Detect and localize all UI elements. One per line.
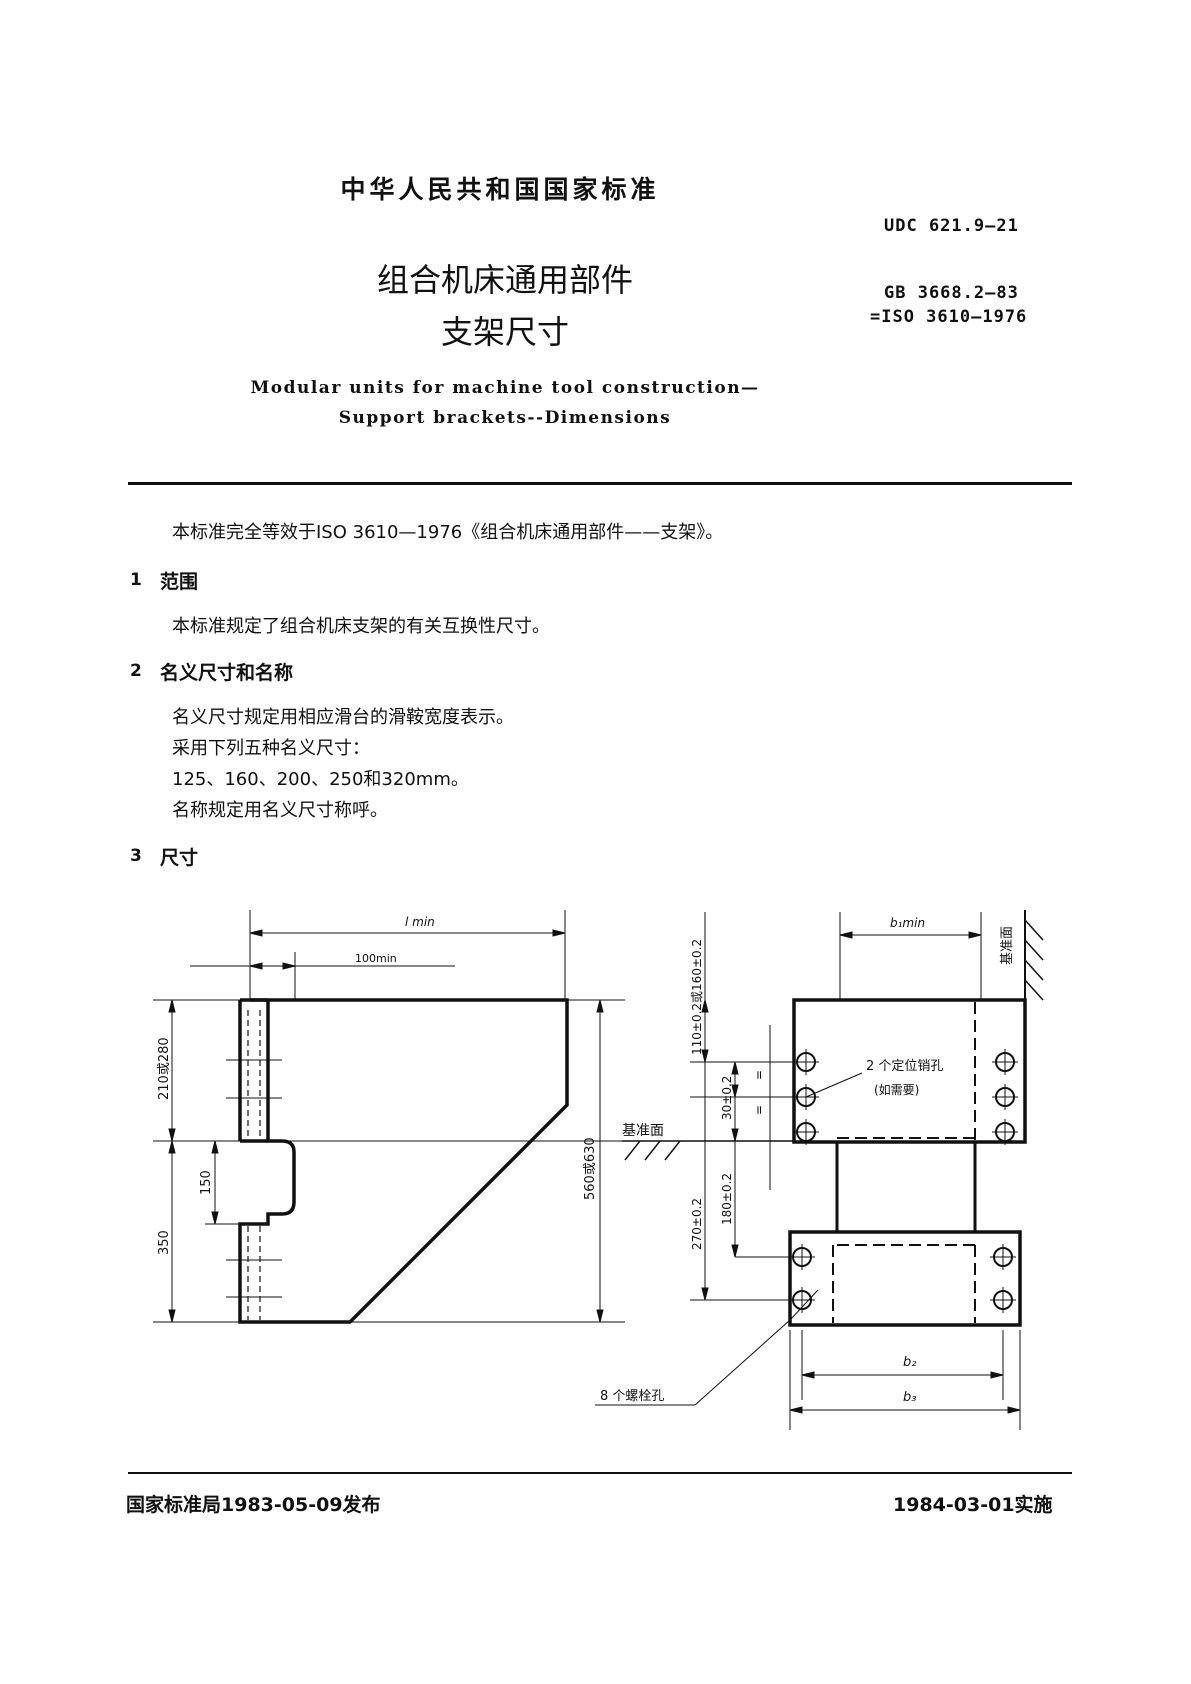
datum-top-label: 基准面 <box>1000 926 1015 965</box>
bolt-holes-label: 8 个螺栓孔 <box>600 1389 664 1404</box>
header-divider <box>128 482 1072 485</box>
equal-mark: = <box>752 1070 766 1080</box>
dim-210-280: 210或280 <box>157 1037 172 1100</box>
footer-divider <box>128 1472 1072 1474</box>
section-1-line: 本标准规定了组合机床支架的有关互换性尺寸。 <box>172 616 550 637</box>
dim-30: 30±0.2 <box>720 1076 734 1120</box>
datum-mid-label: 基准面 <box>622 1122 664 1139</box>
pin-holes-label: 2 个定位销孔 <box>866 1059 943 1074</box>
dim-b2: b₂ <box>903 1355 916 1370</box>
udc-code: UDC 621.9—21 <box>884 216 1019 236</box>
iso-equivalent: =ISO 3610—1976 <box>870 307 1028 327</box>
dim-l-min: l min <box>405 915 435 929</box>
equal-mark: = <box>752 1105 766 1115</box>
section-1-number: 1 <box>130 570 142 590</box>
section-2-line: 采用下列五种名义尺寸： <box>172 738 370 759</box>
dim-150: 150 <box>199 1170 214 1195</box>
gb-number: GB 3668.2—83 <box>884 283 1019 303</box>
section-2-line: 名称规定用名义尺寸称呼。 <box>172 800 388 821</box>
effective-date: 1984-03-01实施 <box>893 1494 1053 1516</box>
dim-560-630: 560或630 <box>583 1137 598 1200</box>
section-2-line: 名义尺寸规定用相应滑台的滑鞍宽度表示。 <box>172 707 514 728</box>
dim-b1-min: b₁min <box>890 916 925 930</box>
national-standard-header: 中华人民共和国国家标准 <box>340 175 660 204</box>
section-2-number: 2 <box>130 661 142 681</box>
section-3-title: 尺寸 <box>160 847 199 869</box>
section-3-number: 3 <box>130 846 142 866</box>
title-cn-line1: 组合机床通用部件 <box>376 261 633 299</box>
dim-110-160: 110±0.2或160±0.2 <box>690 939 704 1055</box>
title-en-line2: Support brackets--Dimensions <box>338 408 672 428</box>
dim-270: 270±0.2 <box>690 1198 704 1250</box>
dim-100-min: 100min <box>355 952 397 965</box>
section-2-title: 名义尺寸和名称 <box>160 662 294 684</box>
title-cn-line2: 支架尺寸 <box>440 313 569 351</box>
pin-holes-note: (如需要) <box>874 1082 919 1097</box>
dim-180: 180±0.2 <box>720 1173 734 1225</box>
dim-b3: b₃ <box>903 1390 916 1405</box>
dim-350: 350 <box>157 1230 172 1255</box>
issue-date: 国家标准局1983-05-09发布 <box>126 1494 381 1516</box>
section-2-line: 125、160、200、250和320mm。 <box>172 769 469 790</box>
intro-paragraph: 本标准完全等效于ISO 3610—1976《组合机床通用部件——支架》。 <box>172 522 724 543</box>
section-1-title: 范围 <box>160 571 199 593</box>
title-en-line1: Modular units for machine tool construct… <box>250 378 760 398</box>
